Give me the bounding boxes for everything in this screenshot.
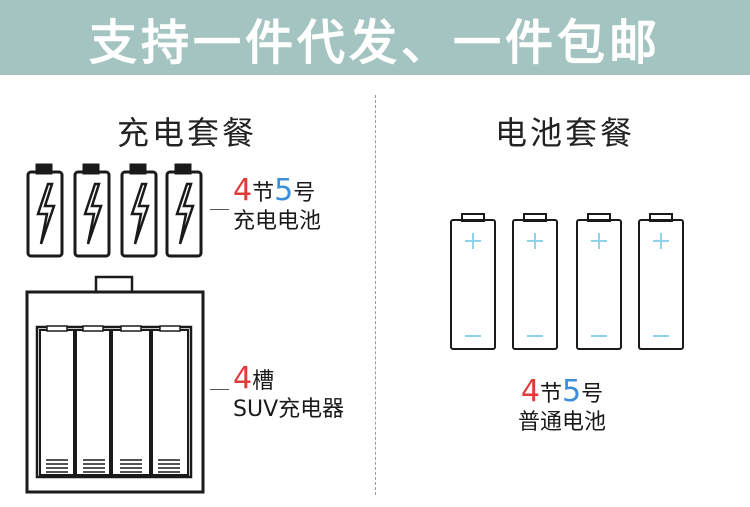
slot-unit: 槽 — [252, 369, 275, 394]
lightning-icon — [130, 182, 150, 245]
regular-battery-type: 普通电池 — [518, 409, 607, 435]
plus-icon — [653, 233, 669, 249]
rechargeable-battery — [120, 163, 158, 258]
battery-type: 充电电池 — [233, 208, 322, 234]
regular-battery-size-unit: 号 — [581, 382, 604, 407]
battery-size: 5 — [274, 173, 294, 208]
banner-text: 支持一件代发、一件包邮 — [88, 14, 661, 71]
rechargeable-batteries — [26, 163, 203, 258]
regular-battery-unit: 节 — [539, 382, 562, 407]
charger-label: 4槽 SUV充电器 — [233, 361, 345, 422]
rechargeable-battery — [73, 163, 111, 258]
regular-battery — [450, 213, 496, 350]
regular-batteries-label: 4节5号 普通电池 — [518, 374, 607, 435]
lightning-icon — [36, 182, 56, 245]
charger-type: SUV充电器 — [233, 396, 345, 422]
charger-springs — [46, 459, 180, 473]
battery-unit: 节 — [252, 181, 275, 206]
regular-battery — [576, 213, 622, 350]
rechargeable-battery — [26, 163, 64, 258]
rechargeable-battery — [165, 163, 203, 258]
regular-battery — [638, 213, 684, 350]
plus-icon — [591, 233, 607, 249]
regular-battery-count: 4 — [520, 374, 540, 409]
lightning-icon — [175, 182, 195, 245]
charger-illustration — [25, 275, 205, 494]
regular-battery-size: 5 — [562, 374, 582, 409]
section-divider — [375, 95, 376, 495]
charging-package-heading: 充电套餐 — [116, 114, 257, 152]
plus-icon — [527, 233, 543, 249]
lightning-icon — [83, 182, 103, 245]
plus-icon — [465, 233, 481, 249]
charger-label-leader — [210, 389, 229, 390]
battery-label-leader — [210, 209, 229, 210]
battery-size-unit: 号 — [293, 181, 316, 206]
slot-count: 4 — [233, 361, 253, 396]
regular-battery — [512, 213, 558, 350]
battery-count: 4 — [233, 173, 253, 208]
rechargeable-batteries-label: 4节5号 充电电池 — [233, 173, 322, 234]
battery-package-heading: 电池套餐 — [494, 114, 635, 152]
regular-batteries — [450, 213, 684, 350]
promo-banner: 支持一件代发、一件包邮 — [0, 0, 750, 75]
